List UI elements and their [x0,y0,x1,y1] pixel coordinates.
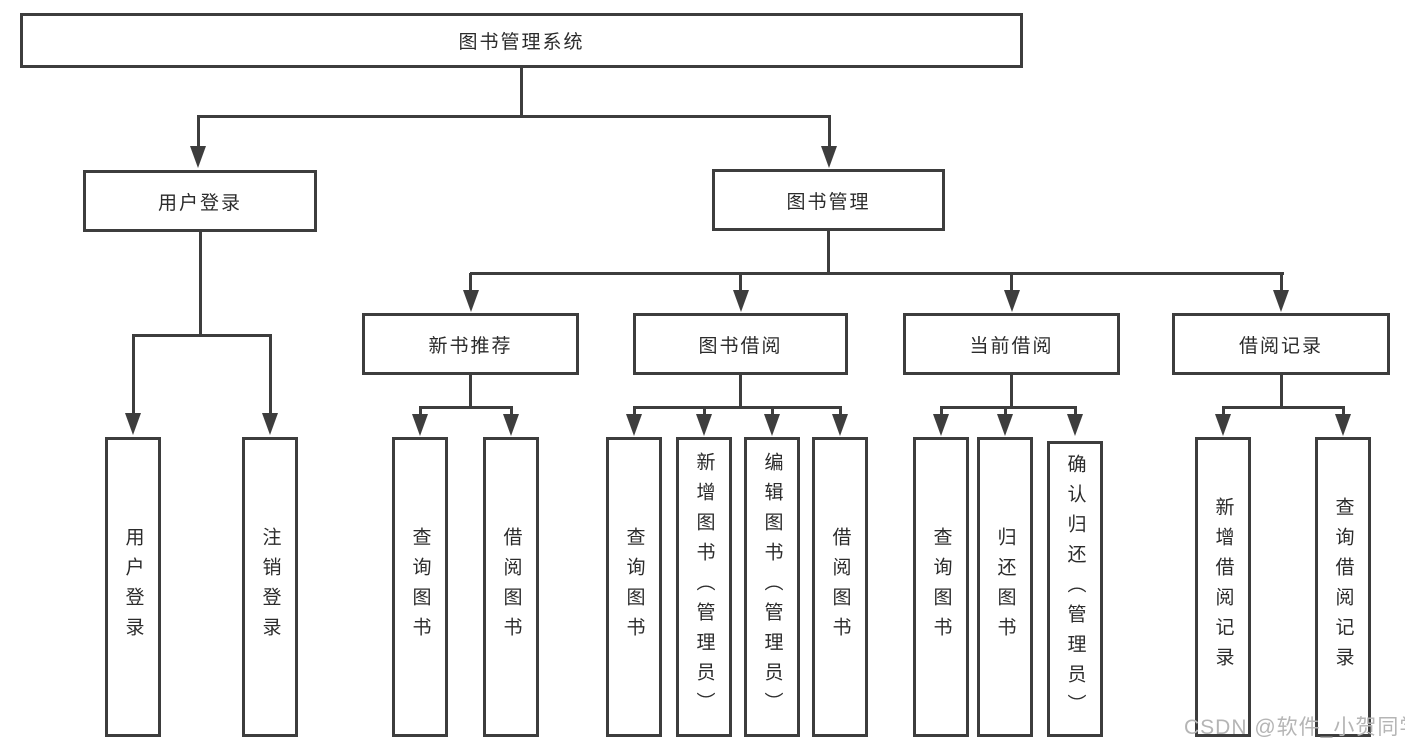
connector-level2-rail [196,115,831,118]
connector-br-stub [1279,375,1283,408]
node-label: 用户登录 [157,192,242,214]
connector-br-rail [1221,405,1345,409]
arrow-to-nbr-borrow [503,407,519,436]
arrow-to-cb-return [997,407,1013,436]
node-label: 查询图书 [409,527,431,647]
node-label: 查询借阅记录 [1332,497,1354,677]
node-label: 注销登录 [259,527,281,647]
arrow-to-leaf-logout [262,335,278,435]
connector-user-login-rail [131,333,272,337]
node-book-borrow: 图书借阅 [633,313,848,375]
node-label: 新书推荐 [428,335,513,357]
node-label: 新增图书（管理员） [693,452,715,722]
node-leaf-cb-query-books: 查询图书 [913,437,969,737]
node-label: 图书管理 [786,191,871,213]
node-label: 用户登录 [122,527,144,647]
arrow-to-nbr-query [412,407,428,436]
node-label: 当前借阅 [969,335,1054,357]
node-label: 查询图书 [930,527,952,647]
node-new-book-recommend: 新书推荐 [362,313,579,375]
node-leaf-nbr-query-books: 查询图书 [392,437,448,737]
arrow-to-new-book-recommend [462,273,479,312]
arrow-to-book-management [821,117,837,168]
node-label: 确认归还（管理员） [1064,454,1086,724]
node-user-login-group: 用户登录 [83,170,317,232]
connector-user-login-stub [198,232,202,336]
node-book-management-group: 图书管理 [712,169,945,231]
node-label: 编辑图书（管理员） [761,452,783,722]
connector-cb-rail [939,405,1077,409]
arrow-to-borrow-records [1273,273,1289,312]
node-leaf-logout: 注销登录 [242,437,298,737]
connector-bb-stub [739,375,742,408]
arrow-to-current-borrow [1003,273,1020,312]
connector-nbr-rail [418,405,513,409]
node-leaf-br-add-record: 新增借阅记录 [1195,437,1251,737]
node-leaf-br-query-record: 查询借阅记录 [1315,437,1371,737]
connector-book-management-stub [827,231,830,274]
node-label: 归还图书 [994,527,1016,647]
arrow-to-bb-edit [764,407,780,436]
node-leaf-nbr-borrow-books: 借阅图书 [483,437,539,737]
arrow-to-book-borrow [732,273,749,312]
connector-cb-stub [1010,375,1013,408]
node-label: 借阅图书 [829,527,851,647]
node-current-borrow: 当前借阅 [903,313,1120,375]
node-label: 借阅记录 [1238,335,1323,357]
node-leaf-bb-query-books: 查询图书 [606,437,662,737]
connector-nbr-stub [469,375,472,408]
node-leaf-user-login: 用户登录 [105,437,161,737]
connector-bb-rail [632,405,842,409]
connector-root-stub [519,68,523,117]
arrow-to-leaf-user-login [125,335,141,435]
arrow-to-br-query [1335,407,1351,436]
arrow-to-bb-query [626,407,642,436]
node-borrow-records: 借阅记录 [1172,313,1390,375]
csdn-watermark: CSDN @软件_小贺同学 [1184,716,1405,739]
node-library-management-system: 图书管理系统 [20,13,1023,68]
node-label: 查询图书 [623,527,645,647]
node-label: 图书借阅 [698,335,783,357]
node-leaf-bb-borrow-books: 借阅图书 [812,437,868,737]
arrow-to-bb-add [696,407,712,436]
arrow-to-cb-query [933,407,949,436]
node-label: 图书管理系统 [458,32,585,53]
node-leaf-bb-add-books-admin: 新增图书（管理员） [676,437,732,737]
node-leaf-cb-return-books: 归还图书 [977,437,1033,737]
connector-level3-rail [469,271,1284,275]
arrow-to-cb-confirm [1067,407,1083,436]
arrow-to-user-login [190,117,206,168]
node-label: 借阅图书 [500,527,522,647]
node-leaf-bb-edit-books-admin: 编辑图书（管理员） [744,437,800,737]
arrow-to-br-add [1215,407,1231,436]
node-label: 新增借阅记录 [1212,497,1234,677]
node-leaf-cb-confirm-return-admin: 确认归还（管理员） [1047,441,1103,737]
arrow-to-bb-borrow [832,407,848,436]
